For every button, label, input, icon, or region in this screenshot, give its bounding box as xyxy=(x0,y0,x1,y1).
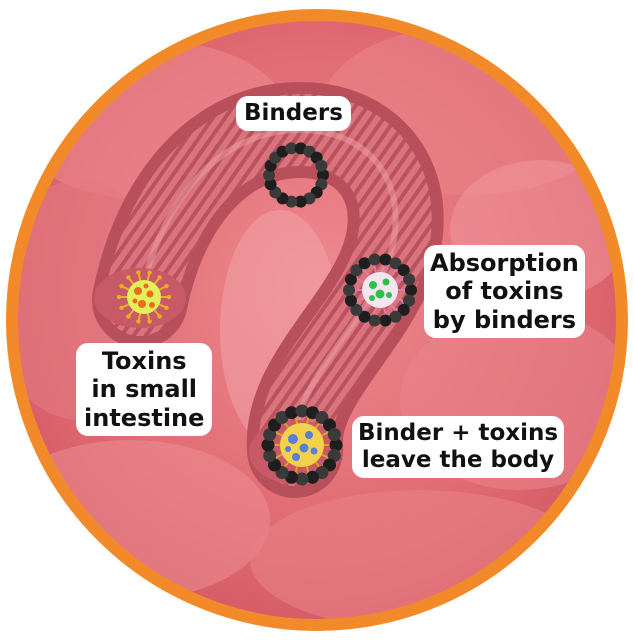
binder-toxins-leave-label: Binder + toxins leave the body xyxy=(352,416,564,478)
binder-bead xyxy=(403,273,415,285)
toxins-label: Toxins in small intestine xyxy=(76,343,212,436)
binder-bead xyxy=(379,315,391,327)
binder-bead xyxy=(343,284,355,296)
binders-label: Binders xyxy=(236,96,351,131)
binder-bead xyxy=(315,160,327,172)
binder-bead xyxy=(405,284,417,296)
absorption-label: Absorption of toxins by binders xyxy=(424,245,585,338)
binder-bead xyxy=(345,295,357,307)
binder-bead xyxy=(369,254,381,266)
binder-bead xyxy=(328,428,341,441)
